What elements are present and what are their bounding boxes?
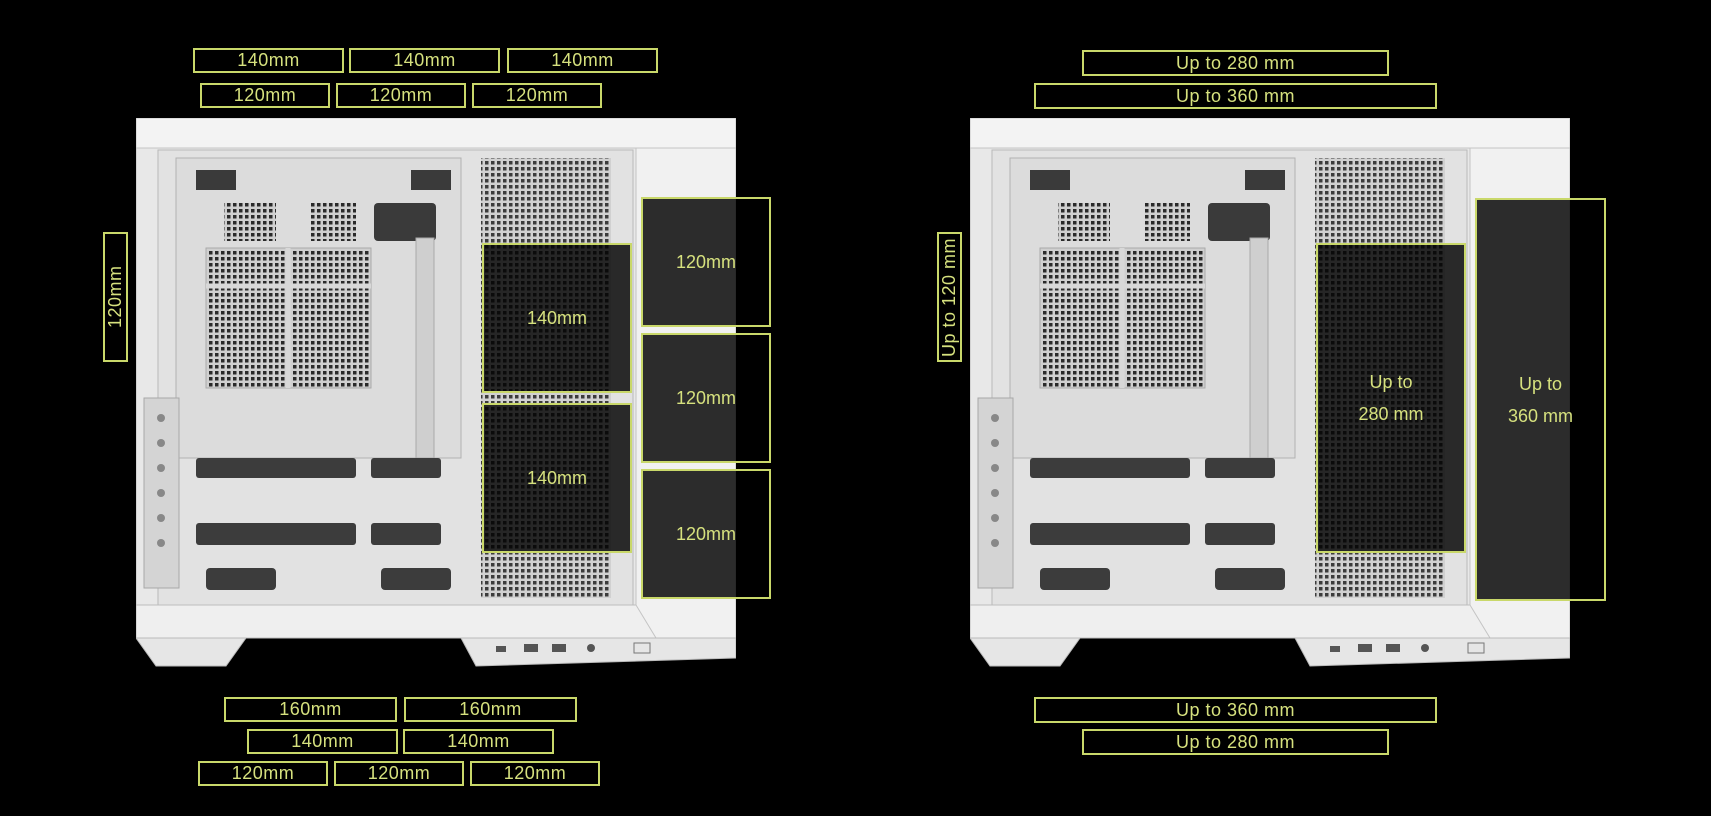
left-bottom-120-1: 120mm bbox=[198, 761, 328, 786]
left-bottom-160-1: 160mm bbox=[224, 697, 397, 722]
left-rear-120: 120mm bbox=[103, 232, 128, 362]
right-rear-120: Up to 120 mm bbox=[937, 232, 962, 362]
right-top-360: Up to 360 mm bbox=[1034, 83, 1437, 109]
left-top-120-2: 120mm bbox=[336, 83, 466, 108]
left-bottom-140-1: 140mm bbox=[247, 729, 398, 754]
left-top-140-3: 140mm bbox=[507, 48, 658, 73]
left-top-140-2: 140mm bbox=[349, 48, 500, 73]
right-top-280: Up to 280 mm bbox=[1082, 50, 1389, 76]
right-bottom-360: Up to 360 mm bbox=[1034, 697, 1437, 723]
right-side-zone-360: Up to 360 mm bbox=[1475, 198, 1606, 601]
left-bottom-160-2: 160mm bbox=[404, 697, 577, 722]
left-bottom-120-3: 120mm bbox=[470, 761, 600, 786]
left-side-zone-120-3: 120mm bbox=[641, 469, 771, 599]
left-side-zone-120-2: 120mm bbox=[641, 333, 771, 463]
left-bottom-140-2: 140mm bbox=[403, 729, 554, 754]
right-bottom-280: Up to 280 mm bbox=[1082, 729, 1389, 755]
right-mid-zone-280: Up to 280 mm bbox=[1316, 243, 1466, 553]
left-side-zone-120-1: 120mm bbox=[641, 197, 771, 327]
left-mid-zone-140-top: 140mm bbox=[482, 243, 632, 393]
left-top-120-1: 120mm bbox=[200, 83, 330, 108]
left-top-120-3: 120mm bbox=[472, 83, 602, 108]
left-top-140-1: 140mm bbox=[193, 48, 344, 73]
left-bottom-120-2: 120mm bbox=[334, 761, 464, 786]
left-mid-zone-140-bottom: 140mm bbox=[482, 403, 632, 553]
